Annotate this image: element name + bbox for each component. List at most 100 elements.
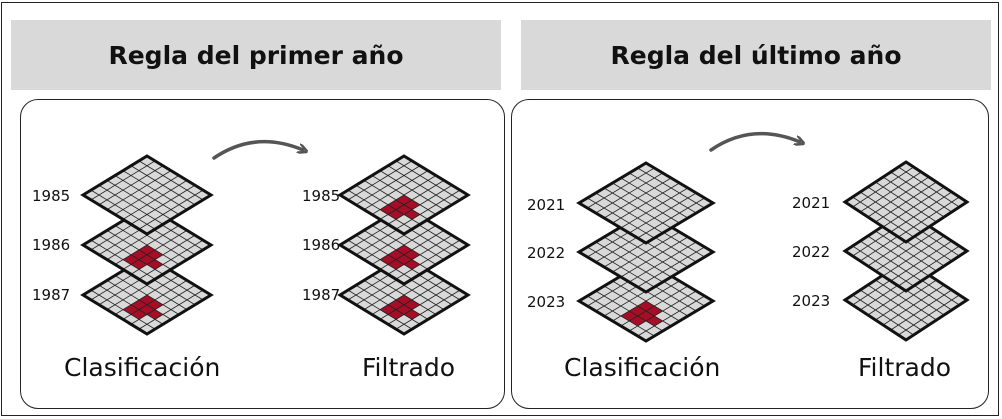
left-classification-caption: Clasificación (64, 353, 220, 382)
grid-line (138, 189, 204, 230)
grid-line (595, 241, 663, 283)
grid-line (882, 284, 945, 326)
grid-line (347, 189, 413, 230)
grid-line (371, 225, 437, 265)
year-label: 1986 (32, 236, 70, 254)
grid-line (355, 184, 421, 225)
grid-layer (576, 161, 716, 245)
right-filtered-caption: Filtrado (858, 353, 951, 382)
grid-line (890, 240, 952, 282)
grid-outline (80, 254, 214, 336)
left-filtered-caption: Filtrado (362, 353, 455, 382)
grid-line (114, 225, 180, 265)
grid-outline (337, 204, 471, 286)
grid-line (860, 289, 922, 331)
grid-line (98, 284, 164, 325)
grid-line (637, 246, 705, 288)
grid-layer (80, 254, 214, 336)
grid-line (875, 181, 937, 223)
year-label: 2021 (792, 194, 830, 212)
grid-line (620, 187, 689, 229)
year-label: 2023 (792, 292, 830, 310)
grid-line (347, 289, 413, 330)
grid-line (898, 245, 960, 287)
grid-line (587, 246, 655, 288)
grid-line (603, 187, 672, 229)
grid-layer (337, 154, 471, 236)
grid-line (875, 230, 937, 272)
grid-line (852, 245, 914, 287)
left-arrow (212, 139, 303, 160)
grid-outline (842, 258, 970, 342)
grid-line (587, 197, 655, 239)
grid-line (890, 191, 952, 233)
grid-layer (80, 204, 214, 286)
year-label: 2022 (792, 243, 830, 261)
year-label: 1985 (32, 187, 70, 205)
right-panel (511, 99, 989, 409)
year-label: 2021 (527, 196, 565, 214)
grid-line (363, 230, 429, 270)
grid-outline (337, 154, 471, 236)
year-label: 2023 (527, 293, 565, 311)
year-label: 1986 (302, 236, 340, 254)
grid-line (898, 196, 960, 238)
grid-line (355, 234, 421, 275)
grid-line (890, 289, 952, 331)
grid-line (130, 234, 196, 275)
grid-line (114, 275, 180, 315)
grid-outline (842, 209, 970, 293)
grid-layer (576, 259, 716, 343)
right-section-title: Regla del último año (521, 20, 991, 90)
grid-line (98, 234, 164, 275)
grid-line (122, 180, 188, 220)
grid-line (130, 284, 196, 325)
grid-line (90, 289, 156, 330)
grid-line (379, 230, 445, 270)
grid-outline (576, 259, 716, 343)
grid-line (395, 239, 461, 280)
year-label: 1985 (302, 187, 340, 205)
grid-layer (80, 154, 214, 236)
grid-line (387, 234, 453, 275)
year-label: 1987 (32, 286, 70, 304)
grid-line (612, 182, 680, 224)
grid-line (595, 290, 663, 332)
grid-line (620, 236, 689, 278)
grid-line (395, 289, 461, 330)
grid-line (387, 184, 453, 225)
grid-outline (842, 160, 970, 244)
grid-line (130, 184, 196, 225)
grid-line (138, 289, 204, 330)
grid-line (106, 180, 172, 220)
grid-outline (576, 210, 716, 294)
grid-line (379, 280, 445, 320)
grid-line (371, 275, 437, 315)
grid-line (882, 186, 945, 228)
grid-line (106, 280, 172, 320)
left-classification-stack (80, 154, 214, 336)
grid-line (355, 284, 421, 325)
year-label: 1987 (302, 286, 340, 304)
grid-layer (842, 209, 970, 293)
grid-line (612, 280, 680, 322)
left-section-title: Regla del primer año (11, 20, 501, 90)
grid-line (629, 241, 697, 283)
grid-line (347, 239, 413, 280)
grid-line (637, 197, 705, 239)
grid-line (620, 285, 689, 327)
grid-outline (80, 154, 214, 236)
grid-line (867, 235, 930, 277)
grid-line (637, 295, 705, 337)
right-classification-caption: Clasificación (564, 353, 720, 382)
grid-line (90, 239, 156, 280)
grid-line (371, 175, 437, 215)
grid-line (603, 285, 672, 327)
year-label: 2022 (527, 244, 565, 262)
grid-line (114, 175, 180, 215)
grid-line (852, 196, 914, 238)
grid-line (852, 294, 914, 336)
grid-line (603, 236, 672, 278)
grid-outline (80, 204, 214, 286)
